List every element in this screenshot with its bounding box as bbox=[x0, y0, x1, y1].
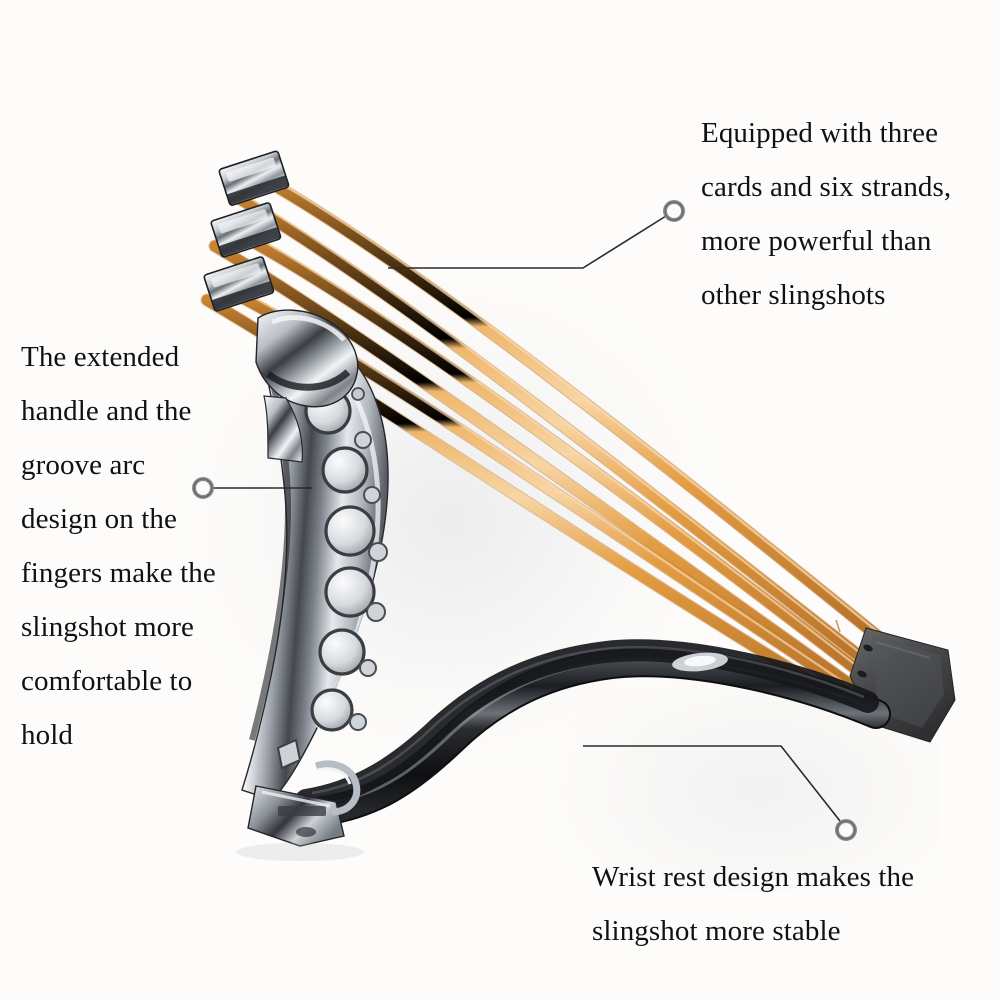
band-tips bbox=[820, 615, 886, 645]
callout-text-left: The extended handle and the groove arc d… bbox=[21, 341, 216, 751]
grip-holes bbox=[304, 387, 376, 732]
callout-text-bottom-right: Wrist rest design makes the slingshot mo… bbox=[592, 861, 915, 947]
grip-small-holes bbox=[349, 387, 388, 731]
base-bracket bbox=[247, 760, 361, 847]
band-clip-cards bbox=[203, 150, 290, 312]
wrist-rest bbox=[295, 639, 891, 827]
callout-text-top-right: Equipped with three cards and six strand… bbox=[701, 117, 952, 311]
fork-head bbox=[255, 309, 359, 463]
rubber-bands-group bbox=[200, 171, 893, 719]
